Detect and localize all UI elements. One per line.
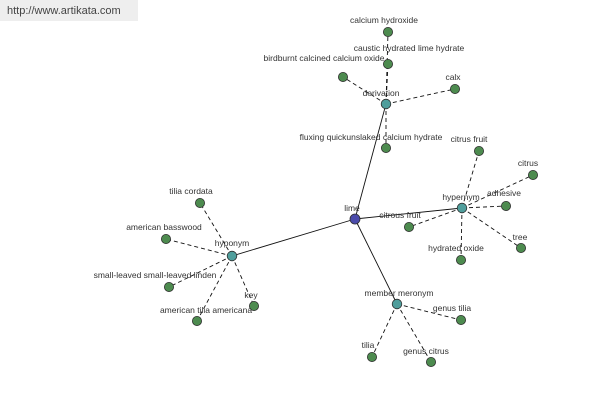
category-label-member-meronym: member meronym (365, 288, 434, 298)
edge-member-meronym-genus-citrus (396, 303, 432, 363)
category-label-hyponym: hyponym (215, 238, 250, 248)
leaf-node-adhesive[interactable] (500, 200, 511, 211)
edge-lime-hypernym (354, 207, 463, 220)
watermark-url: http://www.artikata.com (7, 5, 121, 17)
category-label-derivation: derivation (363, 88, 400, 98)
edge-derivation-calx (385, 88, 456, 105)
leaf-node-fluxing-quickunslaked-calcium-hydrate[interactable] (380, 142, 391, 153)
leaf-label-calx: calx (445, 72, 461, 82)
leaf-node-citrous-fruit[interactable] (403, 221, 414, 232)
leaf-label-hydrated-oxide: hydrated oxide (428, 243, 484, 253)
leaf-node-calcium-hydroxide[interactable] (382, 26, 393, 37)
leaf-node-hydrated-oxide[interactable] (455, 254, 466, 265)
leaf-label-small-leaved-linden: small-leaved small-leaved linden (94, 270, 217, 280)
leaf-node-calx[interactable] (449, 84, 460, 95)
leaf-label-tilia: tilia (362, 340, 375, 350)
leaf-node-key[interactable] (248, 300, 259, 311)
leaf-label-citrous-fruit: citrous fruit (379, 210, 421, 220)
leaf-node-tree[interactable] (516, 242, 527, 253)
edge-hyponym-american-tilia-americana (196, 255, 233, 322)
leaf-node-american-basswood[interactable] (160, 233, 171, 244)
leaf-label-american-tilia-americana: american tilia americana (160, 305, 252, 315)
edge-lime-derivation (354, 103, 387, 220)
leaf-node-citrus[interactable] (528, 169, 539, 180)
edge-derivation-caustic-hydrated-lime-hydrate (385, 63, 389, 105)
leaf-node-genus-tilia[interactable] (455, 314, 466, 325)
leaf-node-american-tilia-americana[interactable] (191, 315, 202, 326)
leaf-label-american-basswood: american basswood (126, 222, 202, 232)
leaf-node-small-leaved-linden[interactable] (163, 281, 174, 292)
leaf-node-caustic-hydrated-lime-hydrate[interactable] (382, 59, 393, 70)
edge-derivation-birdburnt-calcined-calcium-oxide (342, 76, 387, 105)
edge-hypernym-citrus-fruit (461, 150, 480, 209)
edge-hypernym-citrous-fruit (408, 207, 463, 228)
leaf-label-tilia-cordata: tilia cordata (169, 186, 213, 196)
edge-lime-member-meronym (354, 218, 398, 305)
leaf-node-tilia-cordata[interactable] (194, 197, 205, 208)
edge-hypernym-hydrated-oxide (460, 207, 463, 261)
edge-hyponym-tilia-cordata (199, 202, 233, 257)
edge-hypernym-tree (461, 207, 522, 249)
leaf-label-birdburnt-calcined-calcium-oxide: birdburnt calcined calcium oxide (264, 53, 385, 63)
leaf-label-adhesive: adhesive (487, 188, 521, 198)
leaf-label-calcium-hydroxide: calcium hydroxide (350, 15, 418, 25)
leaf-node-genus-citrus[interactable] (425, 356, 436, 367)
edge-hyponym-american-basswood (165, 238, 233, 257)
category-node-member-meronym[interactable] (391, 298, 403, 310)
center-label-lime: lime (344, 203, 360, 213)
leaf-node-citrus-fruit[interactable] (473, 145, 484, 156)
category-node-hyponym[interactable] (226, 250, 238, 262)
category-node-derivation[interactable] (380, 98, 392, 110)
leaf-label-genus-tilia: genus tilia (433, 303, 472, 313)
center-node-lime[interactable] (349, 213, 361, 225)
leaf-label-fluxing-quickunslaked-calcium-hydrate: fluxing quickunslaked calcium hydrate (300, 132, 443, 142)
leaf-label-caustic-hydrated-lime-hydrate: caustic hydrated lime hydrate (354, 43, 465, 53)
edge-hyponym-small-leaved-linden (168, 255, 233, 288)
leaf-label-citrus: citrus (518, 158, 538, 168)
graph-edges (165, 31, 534, 363)
edge-hypernym-citrus (461, 174, 534, 209)
leaf-label-tree: tree (513, 232, 528, 242)
edge-hypernym-adhesive (461, 205, 507, 209)
category-node-hypernym[interactable] (456, 202, 468, 214)
leaf-label-key: key (244, 290, 258, 300)
graph-labels: lime derivation hypernym hyponym member mero… (94, 15, 539, 356)
edge-lime-hyponym (231, 218, 356, 257)
edge-hyponym-key (231, 255, 255, 307)
graph-nodes (160, 26, 539, 367)
leaf-node-tilia[interactable] (366, 351, 377, 362)
edge-member-meronym-tilia (371, 303, 398, 358)
leaf-node-birdburnt-calcined-calcium-oxide[interactable] (337, 72, 348, 83)
leaf-label-genus-citrus: genus citrus (403, 346, 449, 356)
category-label-hypernym: hypernym (442, 192, 479, 202)
edge-member-meronym-genus-tilia (396, 303, 462, 321)
watermark-bar: http://www.artikata.com (0, 0, 138, 21)
leaf-label-citrus-fruit: citrus fruit (451, 134, 488, 144)
